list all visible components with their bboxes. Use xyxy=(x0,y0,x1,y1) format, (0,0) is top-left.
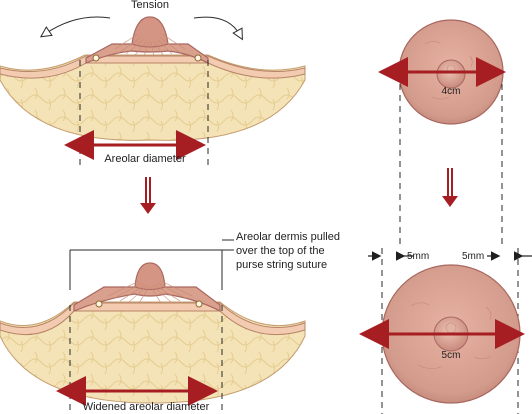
top-breast-skin xyxy=(0,55,306,79)
top-left-tension-arrow xyxy=(45,16,111,34)
top-right-tension-arrow xyxy=(193,16,240,35)
bottom-nipple xyxy=(134,262,166,290)
bottom-areola-face: 5cm xyxy=(359,264,525,404)
top-breast-illustration: Tension xyxy=(0,0,306,141)
top-measurement-guides: Areolar diameter xyxy=(64,60,209,170)
callout-text-line-1: Areolar dermis pulled xyxy=(236,231,340,243)
top-nipple xyxy=(131,16,169,48)
bottom-breast-illustration xyxy=(0,262,306,404)
tension-label: Tension xyxy=(131,0,169,11)
areolar-diameter-label: Areolar diameter xyxy=(104,153,186,165)
bottom-breast-fat xyxy=(0,301,306,404)
bottom-breast-skin xyxy=(0,302,306,336)
bottom-suture-points xyxy=(95,300,203,308)
left-margin-label: 5mm xyxy=(407,251,429,262)
margin-markers: 5mm 5mm xyxy=(368,251,532,262)
right-down-arrow xyxy=(442,168,458,207)
top-dermis-rays xyxy=(114,33,186,57)
bottom-areola-size-label: 5cm xyxy=(442,350,461,361)
widened-areolar-diameter-label: Widened areolar diameter xyxy=(83,401,210,413)
top-areola-size-label: 4cm xyxy=(442,86,461,97)
middle-down-arrow xyxy=(140,177,156,214)
callout-group: Areolar dermis pulled over the top of th… xyxy=(69,231,340,290)
top-breast-fat xyxy=(0,54,306,141)
callout-bracket xyxy=(69,249,234,290)
bottom-dermis-rays xyxy=(107,280,193,304)
callout-text-line-3: purse string suture xyxy=(236,259,327,271)
right-margin-label: 5mm xyxy=(462,251,484,262)
top-suture-points xyxy=(92,54,202,62)
top-areola-face: 4cm xyxy=(378,19,506,125)
bottom-measurement-guides: Widened areolar diameter xyxy=(56,305,223,414)
callout-text-line-2: over the top of the xyxy=(236,245,325,257)
